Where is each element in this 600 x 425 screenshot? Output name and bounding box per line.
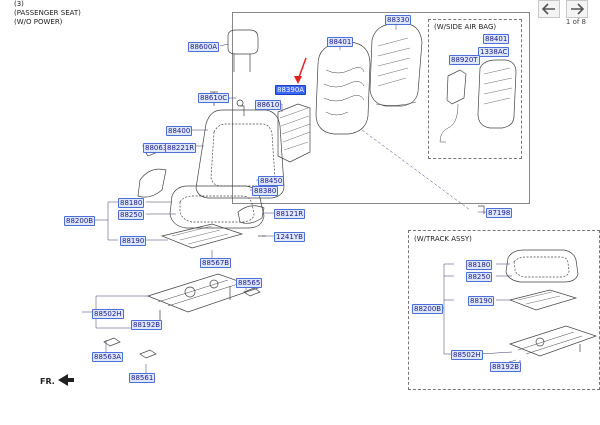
part-label-88330[interactable]: 88330 <box>385 15 412 25</box>
red-pointer-arrow <box>294 57 307 84</box>
part-label-88567b[interactable]: 88567B <box>200 258 232 268</box>
seatback-frame-drawing <box>315 41 371 135</box>
track-label-88250[interactable]: 88250 <box>466 272 493 282</box>
part-label-88565[interactable]: 88565 <box>236 278 263 288</box>
part-label-88920t[interactable]: 88920T <box>449 55 480 65</box>
part-label-88121r[interactable]: 88121R <box>274 209 306 219</box>
part-label-88563a[interactable]: 88563A <box>92 352 124 362</box>
header-line-3: (W/O POWER) <box>14 18 63 26</box>
track-label-88200b[interactable]: 88200B <box>412 304 444 314</box>
small-parts-drawing <box>103 91 485 359</box>
part-label-88600a[interactable]: 88600A <box>188 42 220 52</box>
track-label-88502h[interactable]: 88502H <box>451 350 483 360</box>
header-line-2: (PASSENGER SEAT) <box>14 9 81 17</box>
part-label-88401[interactable]: 88401 <box>327 37 354 47</box>
part-label-88192b[interactable]: 88192B <box>131 320 163 330</box>
arrow-right-icon <box>571 3 584 15</box>
arrow-left-icon <box>542 3 555 15</box>
page-indicator: 1 of 8 <box>565 18 586 26</box>
track-box-cushion-drawing <box>505 249 598 368</box>
part-label-87198[interactable]: 87198 <box>486 208 513 218</box>
part-label-88502h[interactable]: 88502H <box>92 309 124 319</box>
seatback-frame-box <box>232 12 530 204</box>
part-label-88400[interactable]: 88400 <box>166 126 193 136</box>
track-label-88192b[interactable]: 88192B <box>490 362 522 372</box>
cushion-pad-drawing <box>160 223 244 249</box>
part-label-88450[interactable]: 88450 <box>258 176 285 186</box>
track-label-88190[interactable]: 88190 <box>468 296 495 306</box>
part-label-88610[interactable]: 88610 <box>255 100 282 110</box>
rear-seatback-drawing <box>369 23 423 107</box>
diagram-header: (3) (PASSENGER SEAT) (W/O POWER) <box>14 0 81 27</box>
headrest-drawing <box>227 29 259 72</box>
part-label-88221r[interactable]: 88221R <box>165 143 197 153</box>
part-label-1338ac[interactable]: 1338AC <box>478 47 510 57</box>
track-assy-title: (W/TRACK ASSY) <box>414 235 472 243</box>
seat-cushion-drawing <box>169 185 265 229</box>
part-label-88561[interactable]: 88561 <box>129 373 156 383</box>
fr-arrow-icon <box>58 374 74 386</box>
part-label-1241yb[interactable]: 1241YB <box>274 232 305 242</box>
part-label-88200b[interactable]: 88200B <box>64 216 96 226</box>
part-label-88610c[interactable]: 88610C <box>198 93 230 103</box>
track-label-88180[interactable]: 88180 <box>466 260 493 270</box>
side-airbag-title: (W/SIDE AIR BAG) <box>434 23 497 31</box>
back-button[interactable] <box>538 0 560 18</box>
back-panel-drawing <box>277 103 311 163</box>
part-label-88401-airbag[interactable]: 88401 <box>483 34 510 44</box>
header-line-1: (3) <box>14 0 24 8</box>
part-label-88180[interactable]: 88180 <box>118 198 145 208</box>
part-label-88390a[interactable]: 88390A <box>275 85 307 95</box>
front-direction-label: FR. <box>40 377 55 386</box>
part-label-88190[interactable]: 88190 <box>120 236 147 246</box>
side-airbag-box <box>428 19 522 159</box>
airbag-parts-drawing <box>439 59 517 143</box>
forward-button[interactable] <box>566 0 588 18</box>
part-label-88250[interactable]: 88250 <box>118 210 145 220</box>
seatback-cover-drawing <box>195 109 285 199</box>
part-label-88380[interactable]: 88380 <box>252 186 279 196</box>
